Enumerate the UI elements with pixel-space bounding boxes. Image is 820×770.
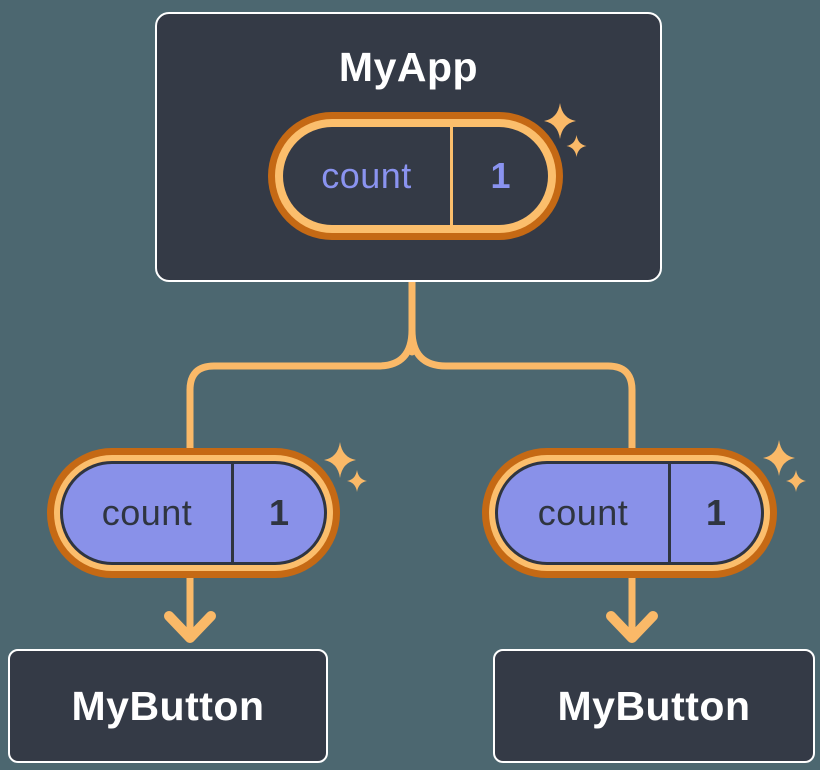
right-prop-value: 1 <box>668 464 761 562</box>
root-state-pill: count 1 <box>268 112 563 240</box>
root-state-value: 1 <box>450 127 548 225</box>
right-child-component-card: MyButton <box>493 649 815 763</box>
right-prop-pill: count 1 <box>482 448 777 578</box>
right-prop-label: count <box>537 492 629 533</box>
left-prop-label: count <box>101 492 193 533</box>
left-child-component-title: MyButton <box>71 682 265 729</box>
left-prop-value: 1 <box>231 464 324 562</box>
arrow-left-icon <box>164 611 216 643</box>
root-component-title: MyApp <box>338 44 479 90</box>
left-prop-pill: count 1 <box>47 448 340 578</box>
left-child-component-card: MyButton <box>8 649 328 763</box>
arrow-right-icon <box>606 611 658 643</box>
right-child-component-title: MyButton <box>557 682 751 729</box>
root-state-label: count <box>321 155 412 196</box>
